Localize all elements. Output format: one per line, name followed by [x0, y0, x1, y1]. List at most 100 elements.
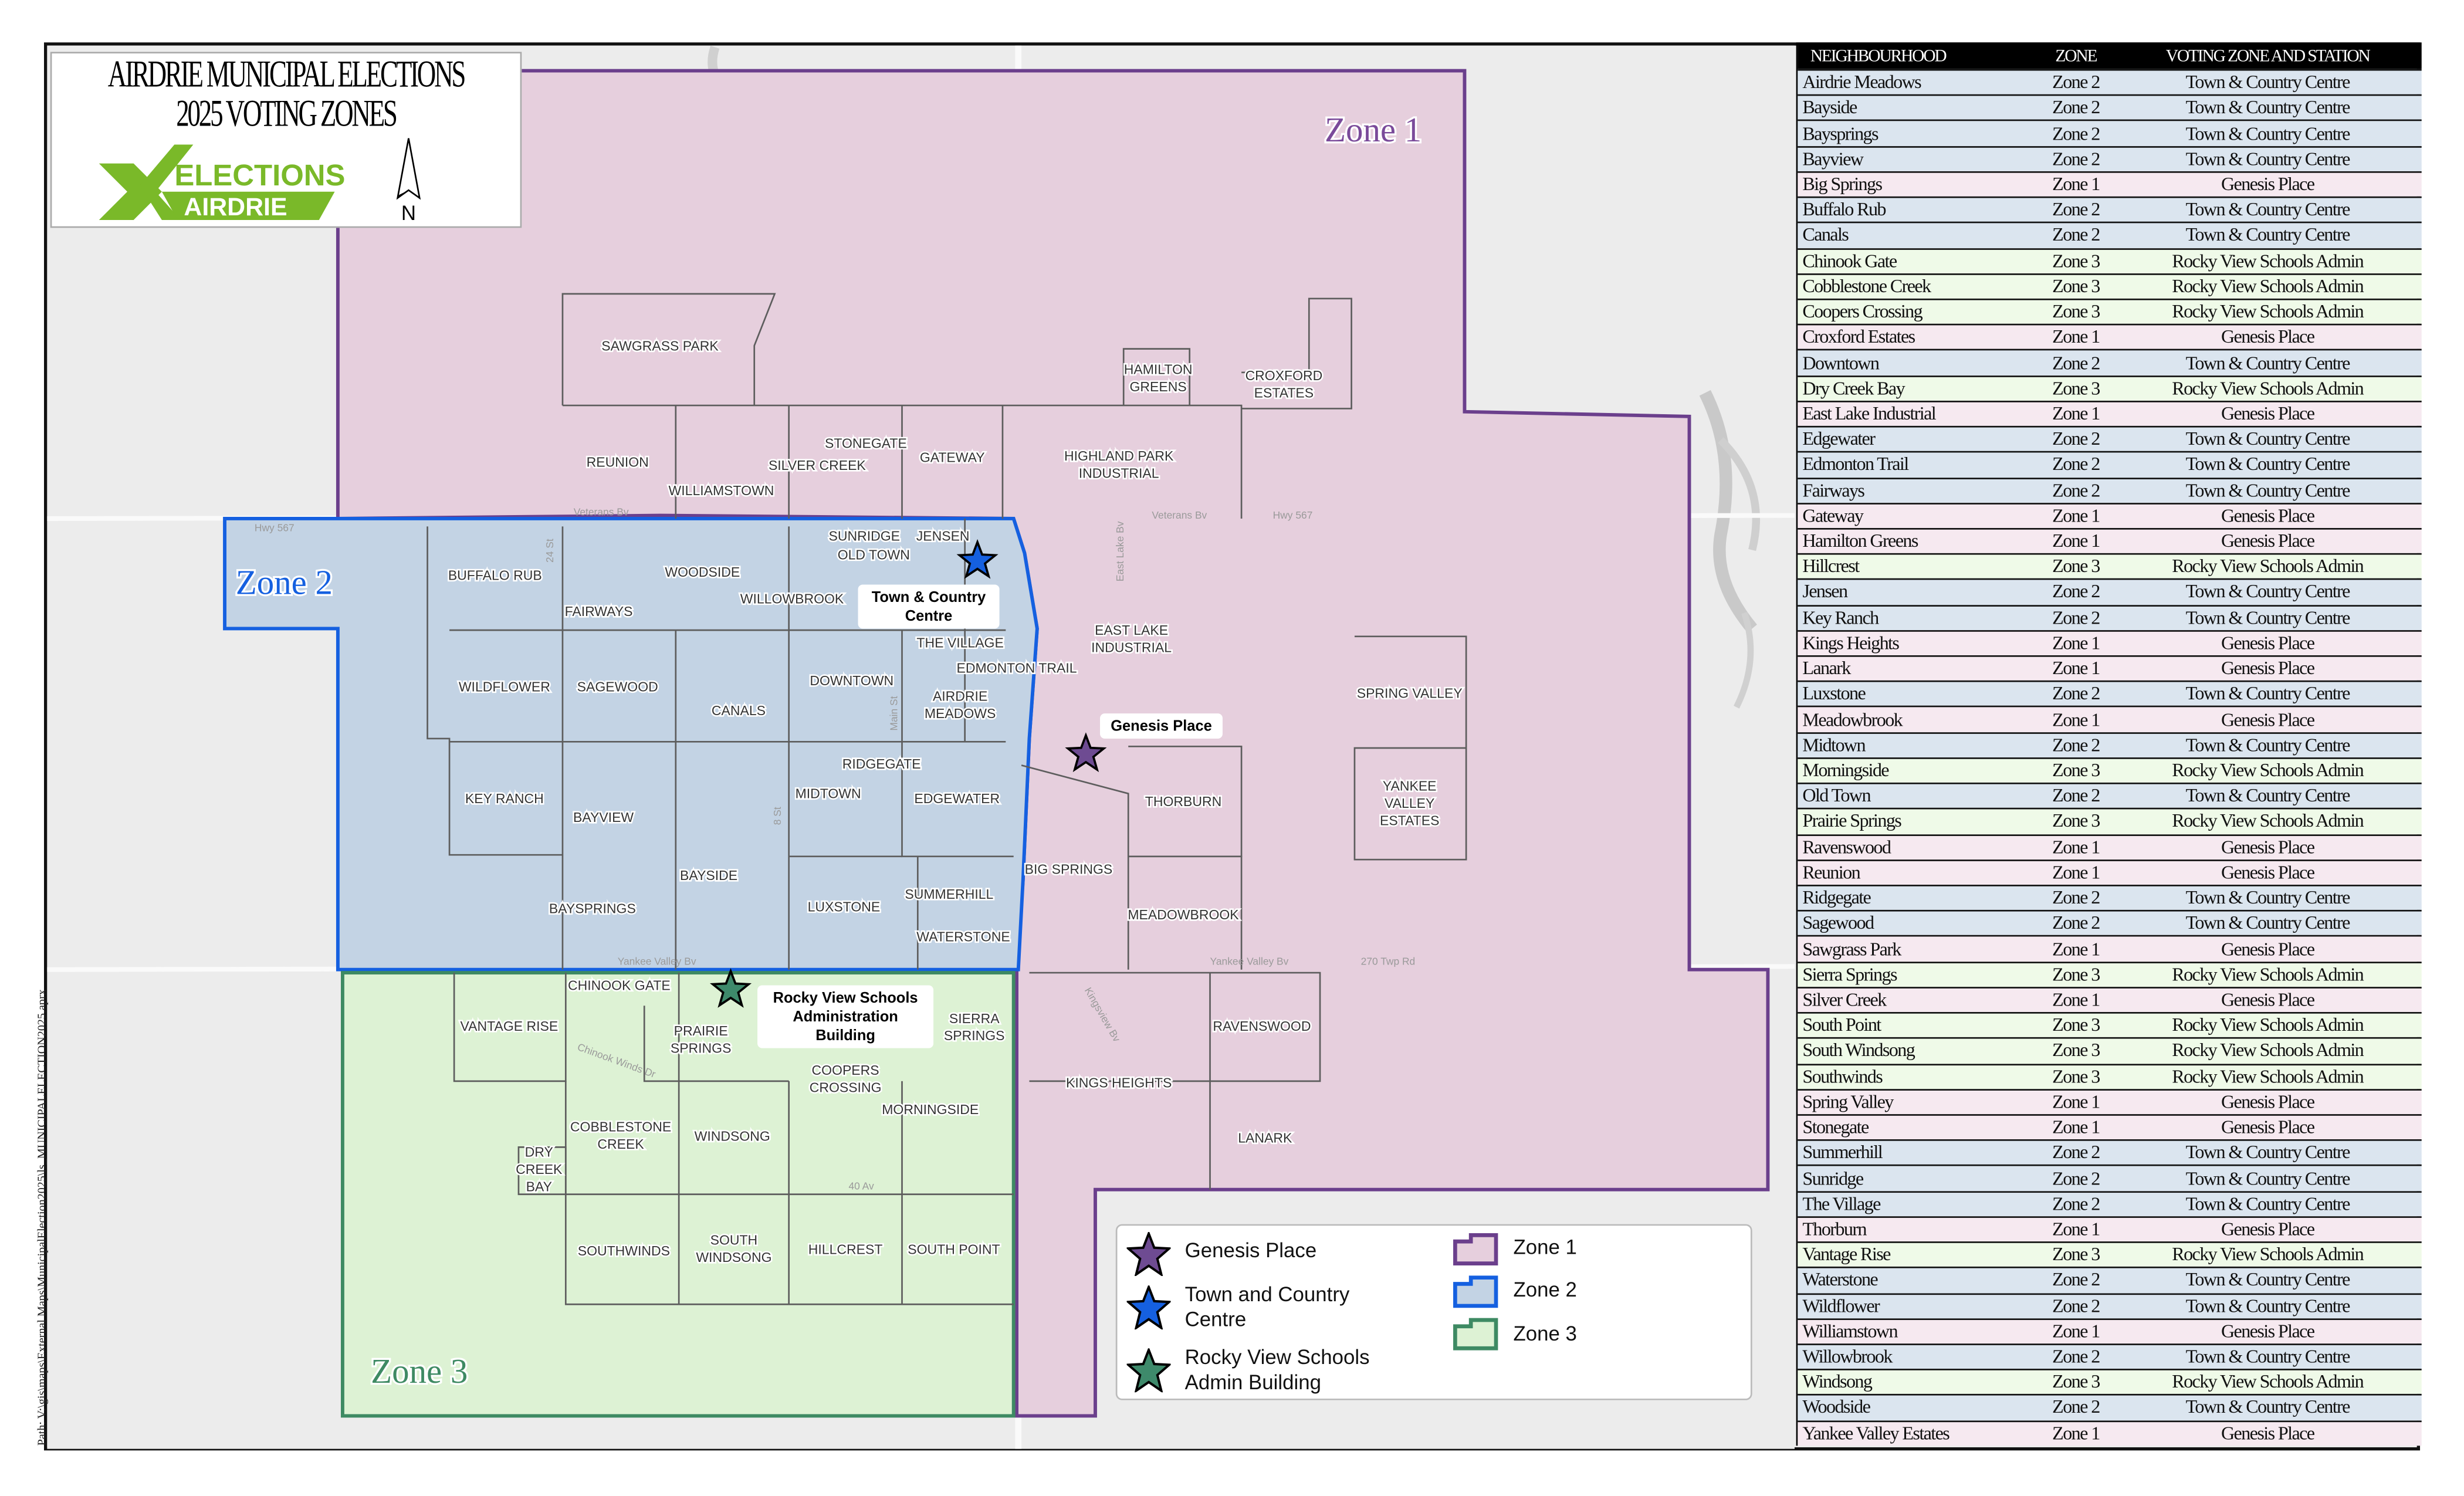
water-feature: [1734, 611, 1754, 709]
cell-neighbourhood: Bayview: [1802, 147, 1864, 170]
cell-station: Genesis Place: [2221, 1319, 2315, 1342]
cell-neighbourhood: Dry Creek Bay: [1802, 377, 1905, 399]
cell-zone: Zone 3: [2052, 759, 2100, 781]
cell-neighbourhood: Ravenswood: [1802, 835, 1891, 858]
cell-station: Town & Country Centre: [2185, 147, 2351, 170]
cell-neighbourhood: Sierra Springs: [1802, 963, 1897, 985]
road-label: Hwy 567: [1273, 509, 1313, 521]
cell-zone: Zone 1: [2052, 657, 2100, 679]
cell-station: Town & Country Centre: [2185, 478, 2351, 501]
cell-neighbourhood: Prairie Springs: [1802, 810, 1901, 832]
cell-zone: Zone 3: [2052, 1039, 2100, 1062]
table-header: NEIGHBOURHOOD ZONE VOTING ZONE AND STATI…: [1798, 42, 2422, 69]
cell-zone: Zone 2: [2052, 121, 2100, 144]
neighbourhood-boundary: [427, 526, 563, 856]
cell-station: Rocky View Schools Admin: [2172, 1014, 2364, 1036]
cell-zone: Zone 1: [2052, 835, 2100, 858]
cell-neighbourhood: The Village: [1802, 1192, 1881, 1214]
cell-station: Rocky View Schools Admin: [2172, 1039, 2364, 1062]
cell-zone: Zone 3: [2052, 377, 2100, 399]
cell-zone: Zone 2: [2052, 682, 2100, 705]
cell-station: Town & Country Centre: [2185, 1294, 2351, 1316]
cell-neighbourhood: Southwinds: [1802, 1065, 1883, 1087]
neighbourhood-label: KEY RANCH: [465, 791, 544, 806]
cell-station: Rocky View Schools Admin: [2172, 810, 2364, 832]
cell-neighbourhood: Hamilton Greens: [1802, 529, 1918, 552]
neighbourhood-label: LANARK: [1238, 1130, 1292, 1145]
neighbourhood-label: SILVER CREEK: [769, 458, 866, 473]
cell-zone: Zone 1: [2052, 1090, 2100, 1113]
cell-neighbourhood: Fairways: [1802, 478, 1865, 501]
neighbourhood-label: BAYVIEW: [573, 810, 634, 825]
neighbourhood-label: EDMONTON TRAIL: [957, 660, 1077, 675]
cell-zone: Zone 2: [2052, 428, 2100, 450]
cell-zone: Zone 2: [2052, 1141, 2100, 1163]
neighbourhood-label: WILLIAMSTOWN: [669, 483, 774, 498]
cell-zone: Zone 2: [2052, 96, 2100, 119]
cell-zone: Zone 2: [2052, 224, 2100, 246]
cell-station: Genesis Place: [2221, 937, 2315, 960]
neighbourhood-label: FAIRWAYS: [565, 604, 633, 619]
cell-neighbourhood: Morningside: [1802, 759, 1889, 781]
genesis-place-callout-box: [1100, 713, 1223, 739]
legend-zone-3: Zone 3: [1513, 1321, 1577, 1345]
cell-zone: Zone 3: [2052, 249, 2100, 272]
cell-station: Rocky View Schools Admin: [2172, 275, 2364, 297]
neighbourhood-label: BAYSPRINGS: [549, 901, 636, 916]
cell-station: Genesis Place: [2221, 504, 2315, 526]
north-label: N: [401, 202, 416, 223]
cell-zone: Zone 1: [2052, 1319, 2100, 1342]
cell-neighbourhood: East Lake Industrial: [1802, 402, 1936, 425]
neighbourhood-label: SUNRIDGE: [828, 528, 899, 543]
cell-neighbourhood: Kings Heights: [1802, 631, 1900, 654]
cell-zone: Zone 2: [2052, 351, 2100, 374]
neighbourhood-boundaries: [427, 293, 1467, 1305]
water-feature: [1718, 437, 1761, 551]
neighbourhood-label: STONEGATE: [825, 435, 907, 451]
genesis-place-star-icon: [1065, 732, 1107, 773]
cell-zone: Zone 1: [2052, 861, 2100, 884]
neighbourhood-label: MIDTOWN: [796, 786, 861, 801]
neighbourhood-label: WINDSONG: [695, 1129, 770, 1144]
cell-zone: Zone 1: [2052, 1217, 2100, 1240]
cell-zone: Zone 2: [2052, 147, 2100, 170]
road-label: Veterans Bv: [1152, 509, 1207, 521]
cell-zone: Zone 2: [2052, 1345, 2100, 1368]
town-country-centre-star-icon: [1126, 1285, 1171, 1330]
cell-neighbourhood: Coopers Crossing: [1802, 300, 1923, 323]
neighbourhood-label: DOWNTOWN: [810, 673, 893, 688]
neighbourhood-label: THE VILLAGE: [916, 635, 1003, 651]
cell-station: Town & Country Centre: [2185, 1192, 2351, 1214]
cell-station: Town & Country Centre: [2185, 428, 2351, 450]
cell-zone: Zone 1: [2052, 988, 2100, 1011]
cell-zone: Zone 3: [2052, 1370, 2100, 1393]
cell-station: Rocky View Schools Admin: [2172, 1065, 2364, 1087]
neighbourhood-label: EDGEWATER: [914, 791, 1000, 806]
cell-neighbourhood: South Point: [1802, 1014, 1881, 1036]
legend-rocky-view-schools: Rocky View Schools Admin Building: [1184, 1345, 1370, 1394]
cell-station: Rocky View Schools Admin: [2172, 555, 2364, 577]
cell-station: Genesis Place: [2221, 657, 2315, 679]
